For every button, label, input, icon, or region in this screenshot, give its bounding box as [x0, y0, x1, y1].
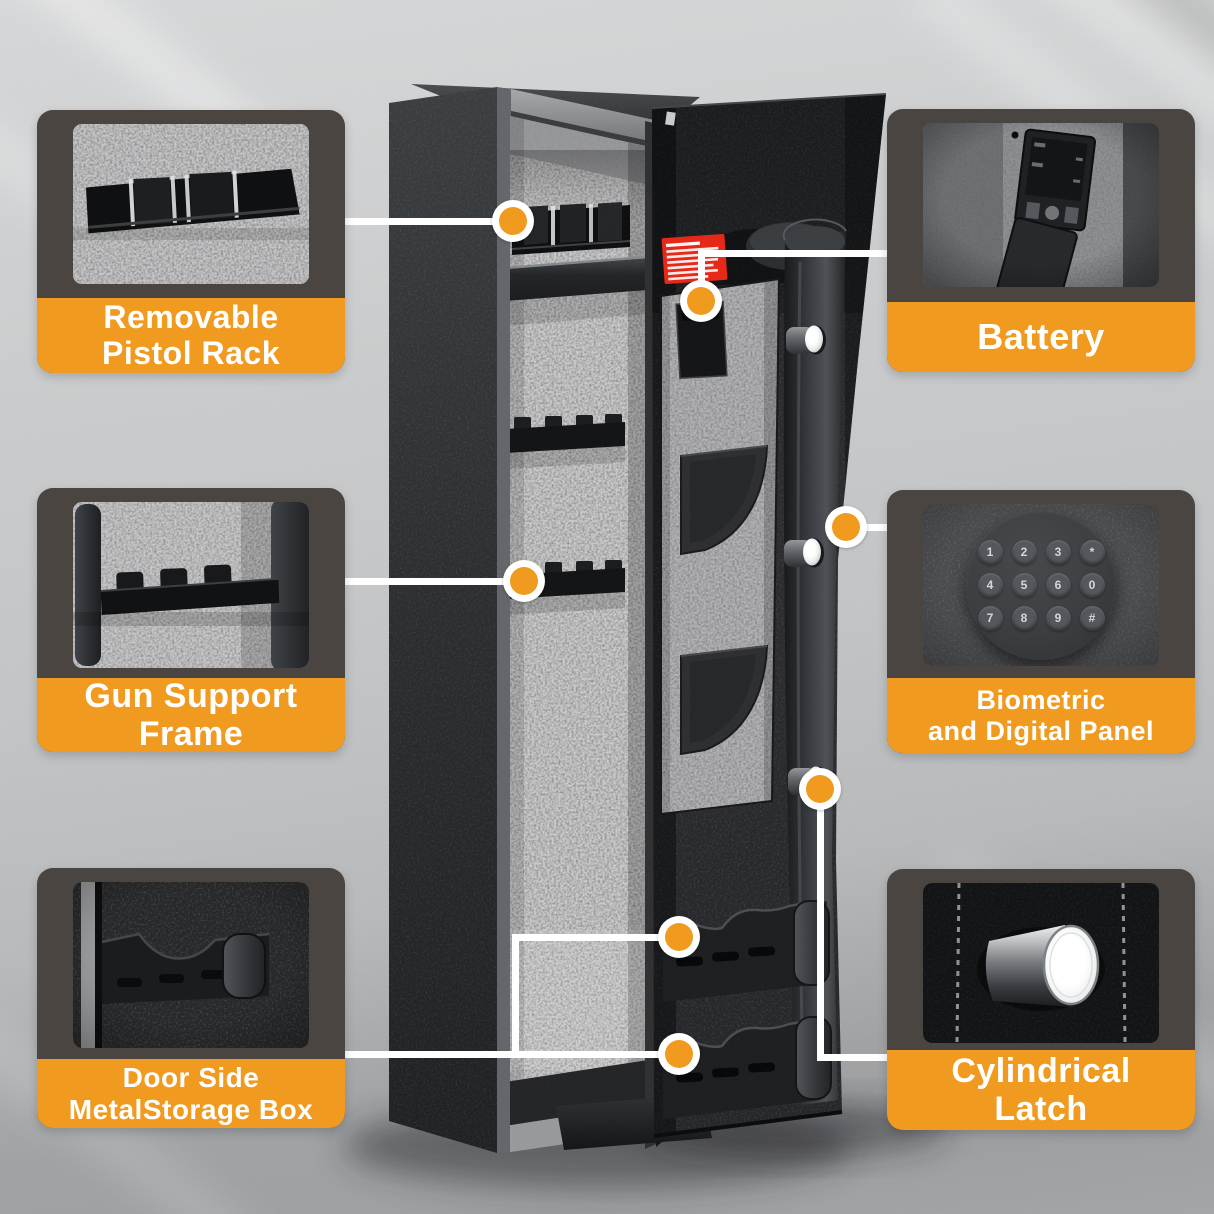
- feature-label-line: Battery: [977, 315, 1105, 357]
- feature-label-line: MetalStorage Box: [68, 1093, 314, 1125]
- latch-photo: [923, 883, 1159, 1043]
- feature-card-gun-support-frame: Gun Support Frame: [37, 488, 345, 753]
- connector-pistol-rack: [345, 218, 515, 225]
- pistol-rack-closeup: [85, 168, 300, 234]
- keypad-key: 1: [977, 539, 1003, 565]
- feature-card-removable-pistol-rack: Removable Pistol Rack: [37, 110, 345, 373]
- feature-label: Cylindrical Latch: [887, 1050, 1195, 1130]
- feature-label: Door Side MetalStorage Box: [37, 1059, 345, 1128]
- digital-keypad: 1 2 3 * 4 5 6 0 7 8 9 #: [966, 510, 1116, 660]
- gun-support-frame-closeup: [100, 564, 280, 616]
- callout-dot-pistol-rack: [492, 200, 534, 242]
- feature-label-line: Gun Support: [84, 676, 298, 715]
- callout-dot-battery: [680, 280, 722, 322]
- connector-gun-support: [345, 578, 527, 585]
- keypad-key: 6: [1045, 572, 1071, 598]
- door-frame-edge: [75, 504, 101, 666]
- feature-card-battery: Battery: [887, 109, 1195, 372]
- callout-dot-biometric: [825, 506, 867, 548]
- connector-battery-h: [698, 250, 890, 257]
- feature-card-door-storage-box: Door Side MetalStorage Box: [37, 868, 345, 1128]
- keypad-photo: 1 2 3 * 4 5 6 0 7 8 9 #: [923, 504, 1159, 666]
- keypad-key: 8: [1011, 605, 1037, 631]
- feature-card-biometric-panel: 1 2 3 * 4 5 6 0 7 8 9 # Biometric and Di…: [887, 490, 1195, 753]
- connector-storage-lower: [345, 1051, 677, 1058]
- feature-label-line: Frame: [138, 715, 244, 753]
- feature-label-line: Removable: [103, 298, 279, 335]
- keypad-key: 9: [1045, 605, 1071, 631]
- keypad-key: 5: [1011, 572, 1037, 598]
- feature-label: Removable Pistol Rack: [37, 298, 345, 373]
- callout-dot-latch: [799, 768, 841, 810]
- cylindrical-latch-closeup: [977, 924, 1105, 1011]
- callout-dot-gun-support: [503, 560, 545, 602]
- feature-label-line: Biometric: [976, 685, 1106, 716]
- feature-label: Gun Support Frame: [37, 676, 345, 753]
- feature-label-line: Door Side: [122, 1062, 260, 1094]
- keypad-key: 3: [1045, 539, 1071, 565]
- callout-dot-storage-lower: [658, 1033, 700, 1075]
- feature-label-line: Latch: [994, 1090, 1088, 1128]
- keypad-key: 4: [977, 572, 1003, 598]
- pistol-rack-photo: [73, 124, 309, 284]
- keypad-key: *: [1079, 539, 1105, 565]
- connector-latch-v: [817, 788, 824, 1061]
- stitch-line: [1121, 883, 1127, 1043]
- gun-support-photo: [73, 502, 309, 668]
- keypad-key: 0: [1079, 572, 1105, 598]
- callout-dot-storage-upper: [658, 916, 700, 958]
- feature-label-line: and Digital Panel: [927, 715, 1155, 746]
- stitch-line: [955, 883, 961, 1043]
- connector-storage-v: [512, 934, 519, 1058]
- keypad-key: #: [1079, 605, 1105, 631]
- keypad-key: 7: [977, 605, 1003, 631]
- keypad-key: 2: [1011, 539, 1037, 565]
- battery-photo: [923, 123, 1159, 287]
- connector-latch-h: [817, 1054, 890, 1061]
- feature-label-line: Cylindrical: [951, 1051, 1131, 1090]
- storage-box-photo: [73, 882, 309, 1048]
- feature-label: Battery: [887, 302, 1195, 372]
- connector-storage-upper: [512, 934, 677, 941]
- connector-battery-v: [698, 250, 705, 305]
- feature-label-line: Pistol Rack: [101, 334, 280, 371]
- feature-label: Biometric and Digital Panel: [887, 678, 1195, 753]
- feature-card-cylindrical-latch: Cylindrical Latch: [887, 869, 1195, 1130]
